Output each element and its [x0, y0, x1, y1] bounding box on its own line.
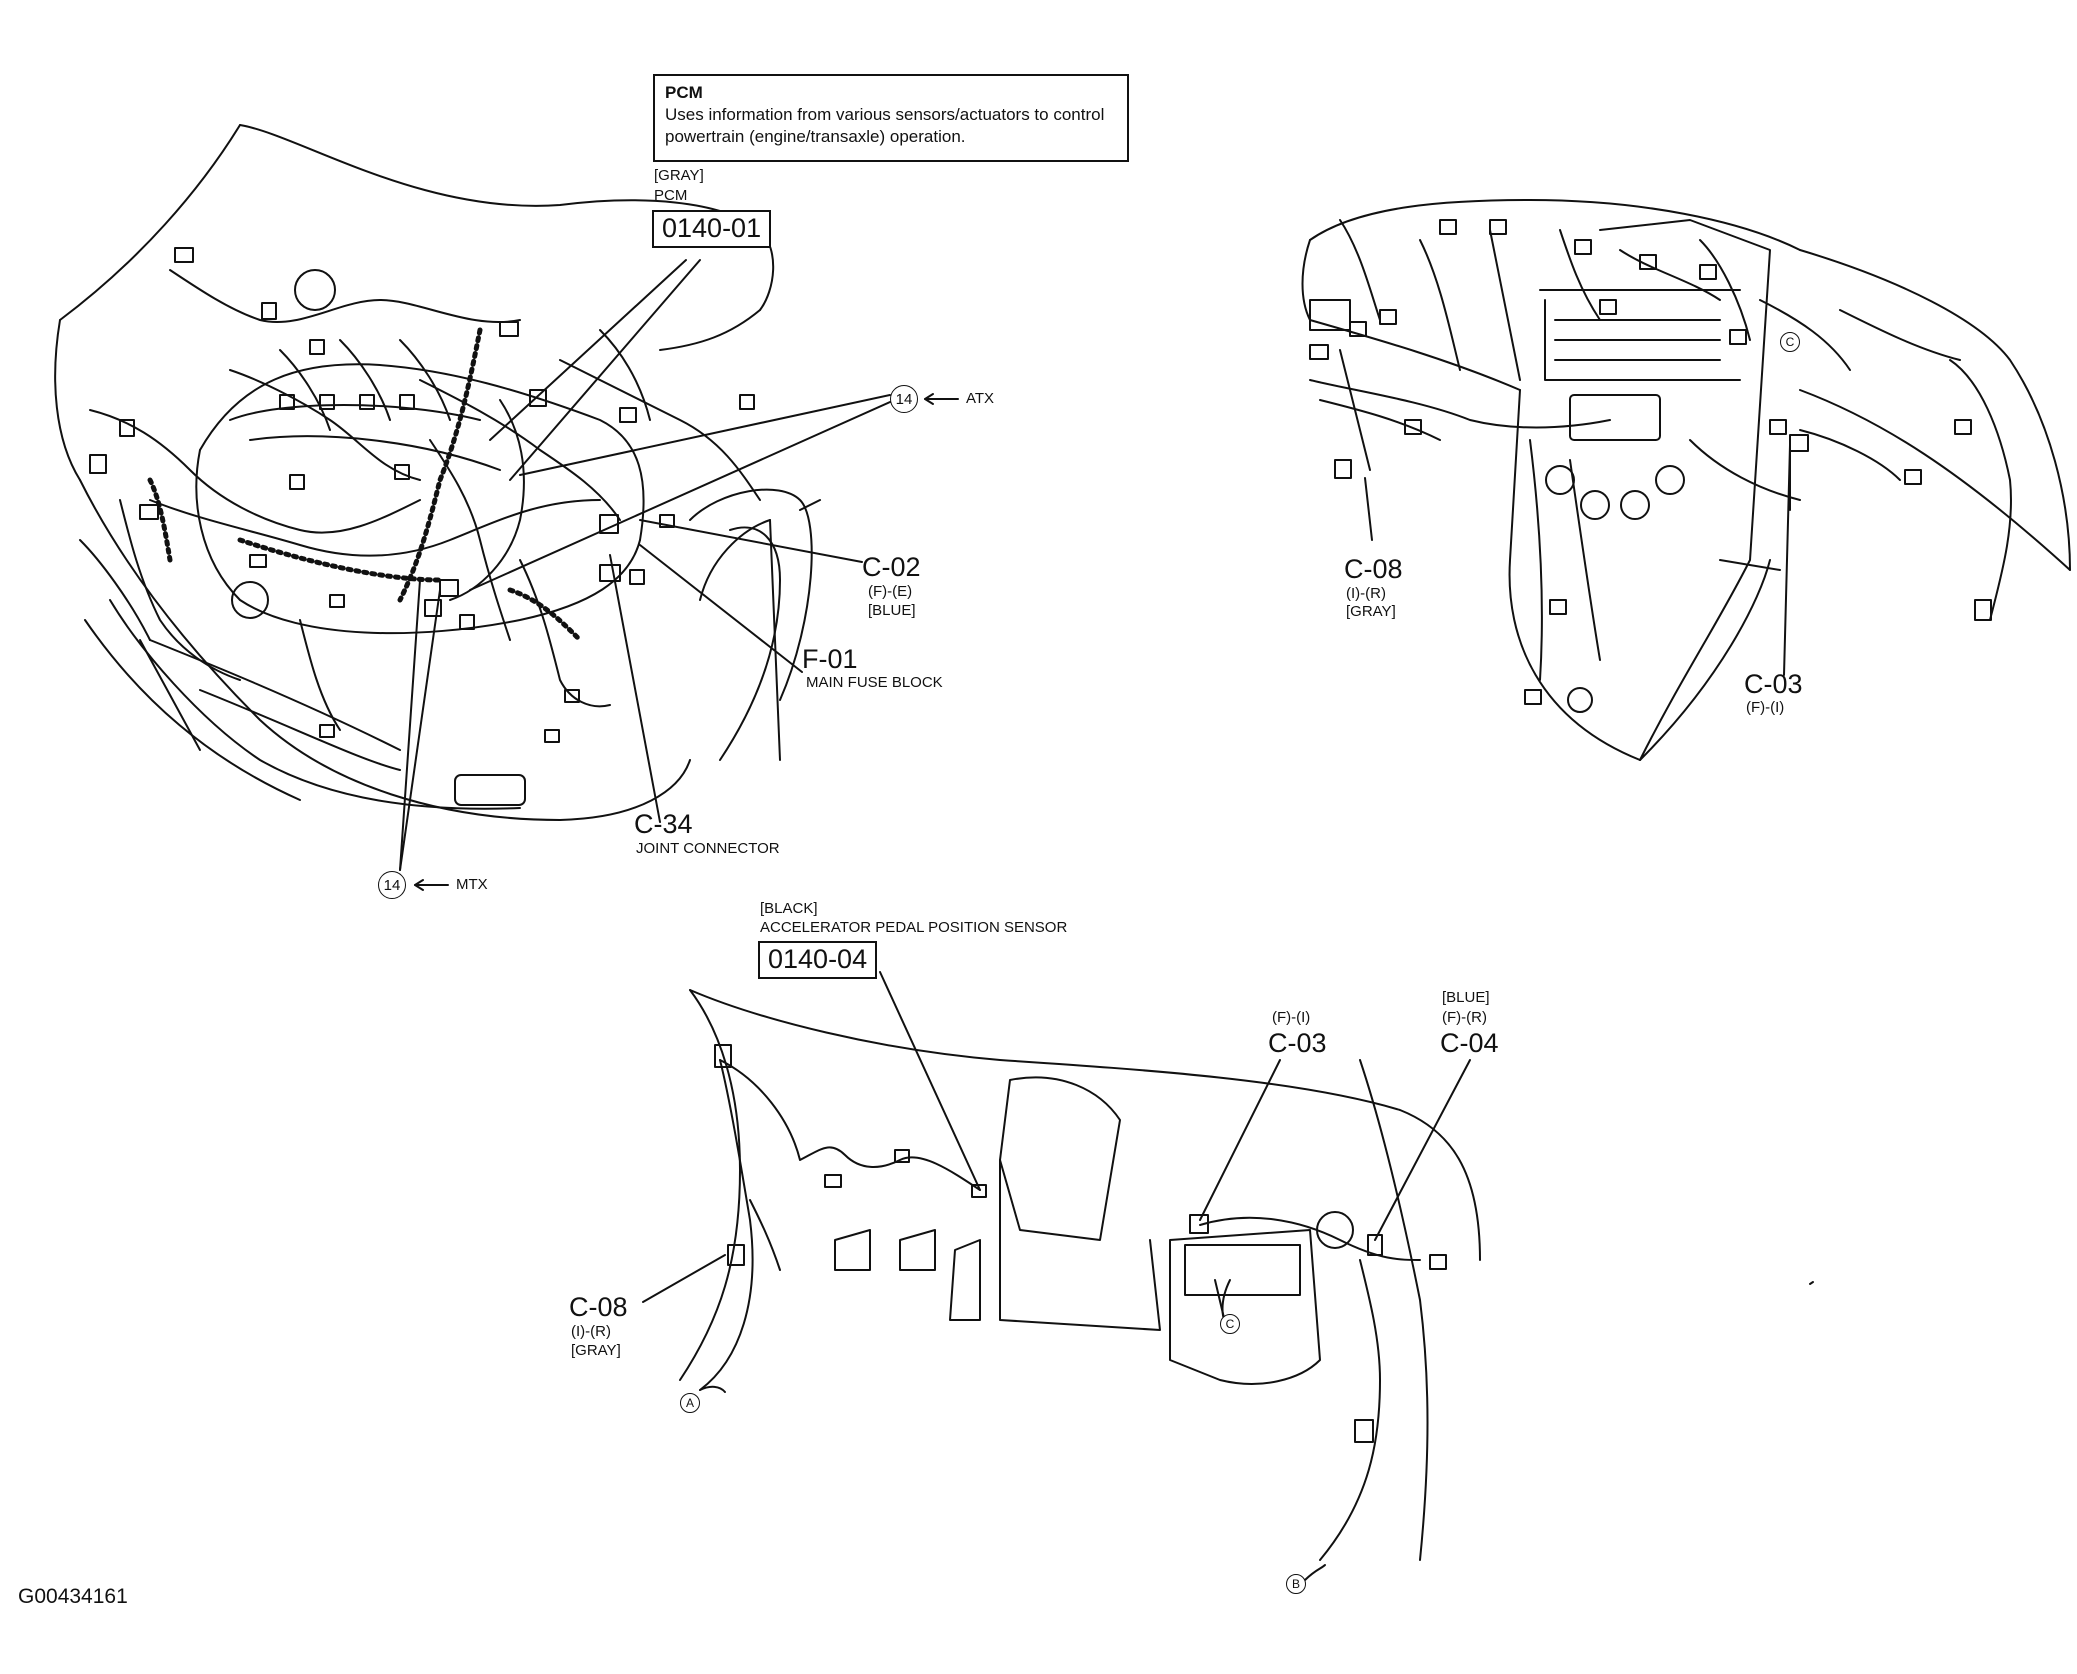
engine-bay-illustration	[54, 124, 821, 821]
int-c04-id: C-04	[1440, 1028, 1499, 1058]
figure-id: G00434161	[18, 1585, 128, 1608]
pcm-color-label: [GRAY]	[654, 167, 704, 184]
apps-connector-code: 0140-04	[758, 941, 878, 979]
int-c04-position: (F)-(R)	[1442, 1009, 1487, 1026]
dash-c03-position: (F)-(I)	[1746, 699, 1785, 716]
c02-position: (F)-(E)	[868, 583, 913, 600]
dash-c08-id: C-08	[1344, 554, 1403, 584]
int-c08-id: C-08	[569, 1292, 628, 1322]
int-c03-position: (F)-(I)	[1272, 1009, 1311, 1026]
c34-description: JOINT CONNECTOR	[636, 840, 780, 857]
pcm-info-box: PCM Uses information from various sensor…	[653, 74, 1129, 162]
int-marker-c: C	[1220, 1314, 1240, 1334]
int-c08-position: (I)-(R)	[571, 1323, 611, 1340]
dash-c08-position: (I)-(R)	[1346, 585, 1386, 602]
info-box-body: Uses information from various sensors/ac…	[665, 105, 1105, 147]
pcm-connector-code: 0140-01	[652, 210, 772, 248]
int-c04-color: [BLUE]	[1442, 989, 1490, 1006]
c02-id: C-02	[862, 552, 921, 582]
dashboard-illustration	[1301, 199, 2071, 761]
f01-id: F-01	[802, 644, 858, 674]
dash-c03-id: C-03	[1744, 669, 1803, 699]
int-c08-color: [GRAY]	[571, 1342, 621, 1359]
int-marker-b: B	[1286, 1574, 1306, 1594]
pcm-name-label: PCM	[654, 187, 688, 204]
mtx-callout-number: 14	[378, 871, 406, 899]
c34-id: C-34	[634, 809, 693, 839]
apps-color-label: [BLACK]	[760, 900, 818, 917]
atx-callout-number: 14	[890, 385, 918, 413]
info-box-title: PCM	[665, 83, 703, 102]
dash-marker-c: C	[1780, 332, 1800, 352]
mtx-label: MTX	[456, 876, 488, 893]
atx-label: ATX	[966, 390, 995, 407]
apps-name-label: ACCELERATOR PEDAL POSITION SENSOR	[760, 919, 1068, 936]
c02-color: [BLUE]	[868, 602, 916, 619]
dash-c08-color: [GRAY]	[1346, 603, 1396, 620]
leader-lines	[399, 259, 1814, 1581]
int-c03-id: C-03	[1268, 1028, 1327, 1058]
int-marker-a: A	[680, 1393, 700, 1413]
f01-description: MAIN FUSE BLOCK	[806, 674, 943, 691]
interior-illustration	[679, 989, 1481, 1561]
